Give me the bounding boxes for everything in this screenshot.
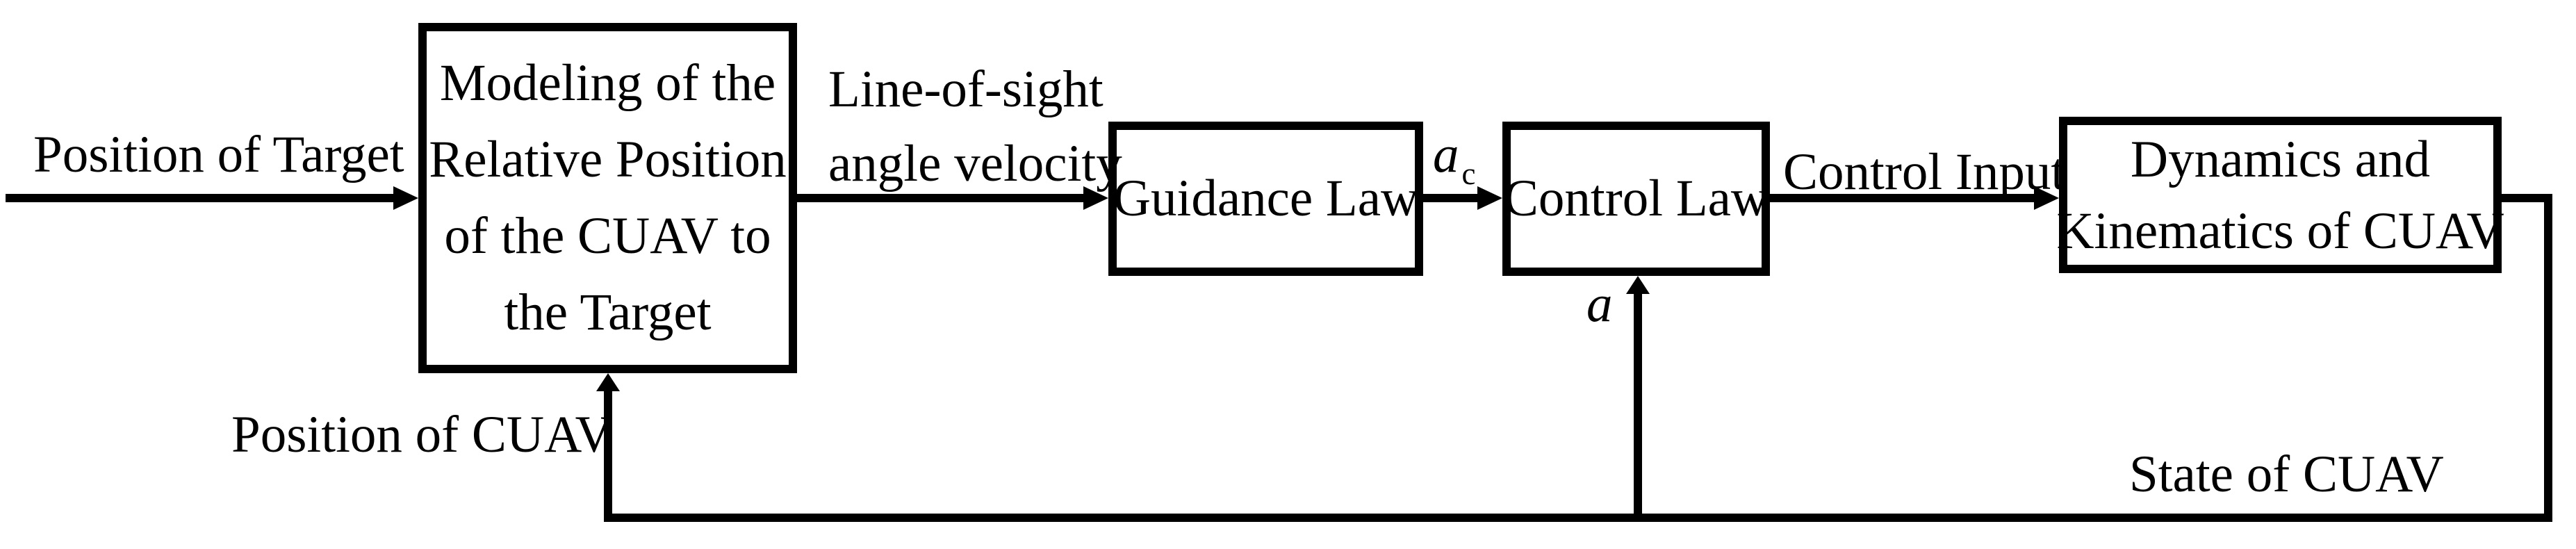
arrowhead-position-feedback-icon [596,373,620,391]
modeling-block-line-1: Modeling of the [439,54,776,112]
ac-symbol: a [1433,126,1459,183]
guidance-law-block: Guidance Law [1108,122,1423,276]
state-of-cuav-label: State of CUAV [2129,445,2444,503]
modeling-relative-position-block: Modeling of the Relative Position of the… [418,23,797,373]
line-of-sight-angle-velocity-label: Line-of-sight angle velocity [828,52,1122,201]
control-input-label: Control Input [1783,143,2066,201]
position-feedback-vertical-line [604,388,612,522]
arrowhead-into-control-icon [1477,186,1502,210]
state-output-line [2502,194,2552,202]
control-law-label: Control Law [1503,170,1769,227]
commanded-acceleration-label: ac [1433,129,1475,190]
guidance-law-label: Guidance Law [1113,170,1419,227]
arrowhead-into-guidance-icon [1083,186,1108,210]
los-label-line-1: Line-of-sight [828,60,1104,118]
modeling-block-line-2: Relative Position [429,131,787,188]
position-of-target-label: Position of Target [33,126,404,183]
position-of-cuav-label: Position of CUAV [231,406,613,464]
dynamics-kinematics-block: Dynamics and Kinematics of CUAV [2056,117,2504,273]
acceleration-feedback-vertical-line [1634,290,1642,522]
dynamics-block-line-2: Kinematics of CUAV [2056,202,2504,260]
control-input-line [1770,194,2037,202]
state-feedback-vertical-line [2544,194,2552,522]
arrowhead-acceleration-feedback-icon [1626,276,1650,294]
commanded-acceleration-line [1423,194,1480,202]
modeling-block-line-3: of the CUAV to [444,207,771,265]
arrowhead-into-modeling-icon [393,186,418,210]
acceleration-feedback-label: a [1586,275,1613,333]
ac-subscript: c [1461,156,1476,191]
feedback-bus-line [604,514,2552,522]
modeling-block-line-4: the Target [504,284,712,341]
target-input-line [6,194,396,202]
los-label-line-2: angle velocity [828,135,1122,192]
arrowhead-into-dynamics-icon [2034,186,2059,210]
control-law-block: Control Law [1502,122,1770,276]
los-angle-velocity-line [797,194,1086,202]
dynamics-block-line-1: Dynamics and [2130,130,2431,188]
